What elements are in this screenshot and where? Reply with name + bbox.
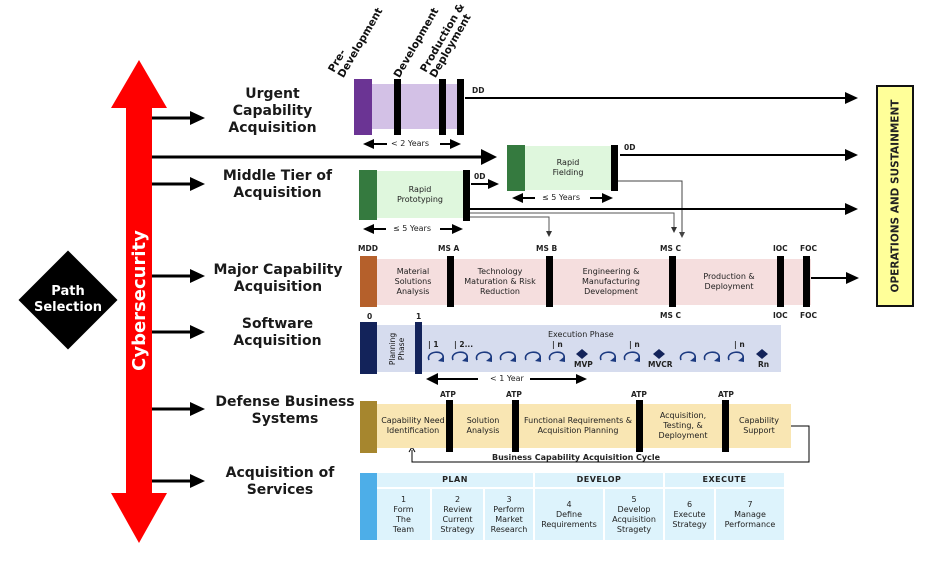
- services-step-number: 6: [686, 499, 693, 509]
- dbs-phase: Acquisition, Testing, & Deployment: [658, 411, 708, 440]
- software-iteration: | n: [734, 340, 745, 349]
- software-release-mvcr: MVCR: [648, 360, 673, 369]
- services-step[interactable]: 4 Define Requirements: [535, 489, 603, 540]
- major-milestone-mdd: MDD: [358, 244, 378, 253]
- major-milestone-bottom-msc: MS C: [660, 311, 681, 320]
- dbs-phase: Functional Requirements & Acquisition Pl…: [523, 416, 633, 435]
- urgent-duration: < 2 Years: [391, 139, 429, 148]
- services-step[interactable]: 7 Manage Performance: [716, 489, 784, 540]
- major-milestone-foc: FOC: [800, 244, 818, 253]
- operations-sustainment-box[interactable]: OPERATIONS AND SUSTAINMENT: [876, 85, 914, 307]
- services-step-label: Form The Team: [392, 504, 415, 534]
- path-selection-line1: Path: [51, 284, 85, 299]
- urgent-milestone-dd: DD: [472, 86, 485, 95]
- services-step-label: Define Requirements: [541, 509, 597, 529]
- dbs-atp: ATP: [440, 390, 456, 399]
- path-label-software[interactable]: Software Acquisition: [233, 316, 322, 349]
- dbs-phase: Solution Analysis: [466, 416, 500, 435]
- path-label-services[interactable]: Acquisition of Services: [225, 465, 335, 498]
- dbs-phase: Capability Support: [738, 416, 780, 435]
- dbs-atp: ATP: [631, 390, 647, 399]
- services-group-execute: EXECUTE: [665, 473, 784, 487]
- release-diamond-icon: [756, 349, 768, 359]
- iteration-loop-icon: [599, 351, 617, 363]
- major-milestone-ioc: IOC: [773, 244, 788, 253]
- services-step-number: 1: [400, 494, 407, 504]
- mta-fielding-milestone: 0D: [624, 143, 636, 152]
- major-milestone-msb: MS B: [536, 244, 558, 253]
- services-step-number: 3: [506, 494, 512, 504]
- path-selection-diamond[interactable]: Path Selection: [18, 250, 118, 350]
- software-iteration: | n: [552, 340, 563, 349]
- software-marker-0: 0: [367, 312, 373, 321]
- services-step-number: 2: [454, 494, 461, 504]
- path-arrows: [152, 111, 205, 488]
- services-step-label: Perform Market Research: [490, 504, 528, 534]
- major-phase: Production & Deployment: [703, 272, 755, 291]
- services-step-number: 4: [566, 499, 572, 509]
- dbs-atp: ATP: [718, 390, 734, 399]
- dbs-phase: Capability Need Identification: [381, 416, 445, 435]
- cybersecurity-arrow: [111, 60, 167, 543]
- software-execution-label: Execution Phase: [548, 330, 614, 339]
- services-step[interactable]: 2 Review Current Strategy: [432, 489, 483, 540]
- services-step-number: 7: [747, 499, 753, 509]
- software-iteration: | 2...: [454, 340, 474, 349]
- software-iteration: | n: [629, 340, 640, 349]
- major-phase: Material Solutions Analysis: [394, 267, 432, 296]
- release-diamond-icon: [653, 349, 665, 359]
- services-step-label: Review Current Strategy: [440, 504, 475, 534]
- mta-fielding-duration: ≤ 5 Years: [542, 193, 580, 202]
- major-phase: Engineering & Manufacturing Development: [582, 267, 640, 296]
- iteration-loop-icon: [475, 351, 493, 363]
- iteration-loop-icon: [451, 351, 469, 363]
- services-group-develop: DEVELOP: [535, 473, 663, 487]
- path-selection-line2: Selection: [33, 300, 102, 315]
- iteration-loop-icon: [679, 351, 697, 363]
- services-group-plan: PLAN: [377, 473, 533, 487]
- major-milestone-msc: MS C: [660, 244, 681, 253]
- path-label-urgent[interactable]: Urgent Capability Acquisition: [228, 86, 317, 136]
- iteration-loop-icon: [524, 351, 542, 363]
- dbs-cycle-label: Business Capability Acquisition Cycle: [492, 453, 661, 462]
- services-step[interactable]: 5 Develop Acquisition Stragety: [605, 489, 663, 540]
- major-milestone-bottom-ioc: IOC: [773, 311, 788, 320]
- software-planning-label: Planning Phase: [388, 332, 406, 365]
- software-duration: < 1 Year: [490, 374, 524, 383]
- software-iteration: | 1: [428, 340, 439, 349]
- services-step-label: Execute Strategy: [672, 509, 707, 529]
- iteration-loop-icon: [623, 351, 641, 363]
- major-milestone-bottom-foc: FOC: [800, 311, 818, 320]
- major-phase: Technology Maturation & Risk Reduction: [464, 267, 536, 296]
- services-step-label: Manage Performance: [724, 509, 776, 529]
- mta-prototyping-duration: ≤ 5 Years: [393, 224, 431, 233]
- iteration-loop-icon: [727, 351, 745, 363]
- release-diamond-icon: [576, 349, 588, 359]
- iteration-loop-icon: [499, 351, 517, 363]
- services-step[interactable]: 1 Form The Team: [377, 489, 430, 540]
- path-label-major[interactable]: Major Capability Acquisition: [213, 262, 343, 295]
- major-milestone-msa: MS A: [438, 244, 460, 253]
- operations-sustainment-label: OPERATIONS AND SUSTAINMENT: [889, 99, 901, 293]
- software-release-rn: Rn: [758, 360, 770, 369]
- iteration-loop-icon: [427, 351, 445, 363]
- services-step[interactable]: 6 Execute Strategy: [665, 489, 714, 540]
- mta-prototyping-milestone: 0D: [474, 172, 486, 181]
- software-release-mvp: MVP: [574, 360, 593, 369]
- dbs-atp: ATP: [506, 390, 522, 399]
- software-iteration-loops: [427, 349, 768, 363]
- software-marker-1: 1: [416, 312, 422, 321]
- mta-prototyping-label: Rapid Prototyping: [396, 184, 444, 204]
- path-label-mta[interactable]: Middle Tier of Acquisition: [222, 168, 333, 201]
- path-label-dbs[interactable]: Defense Business Systems: [215, 394, 355, 427]
- iteration-loop-icon: [703, 351, 721, 363]
- iteration-loop-icon: [548, 351, 566, 363]
- cybersecurity-label: Cybersecurity: [128, 229, 150, 371]
- mta-fielding-label: Rapid Fielding: [552, 158, 584, 177]
- services-step[interactable]: 3 Perform Market Research: [485, 489, 533, 540]
- services-step-label: Develop Acquisition Stragety: [612, 504, 656, 534]
- services-step-number: 5: [631, 494, 637, 504]
